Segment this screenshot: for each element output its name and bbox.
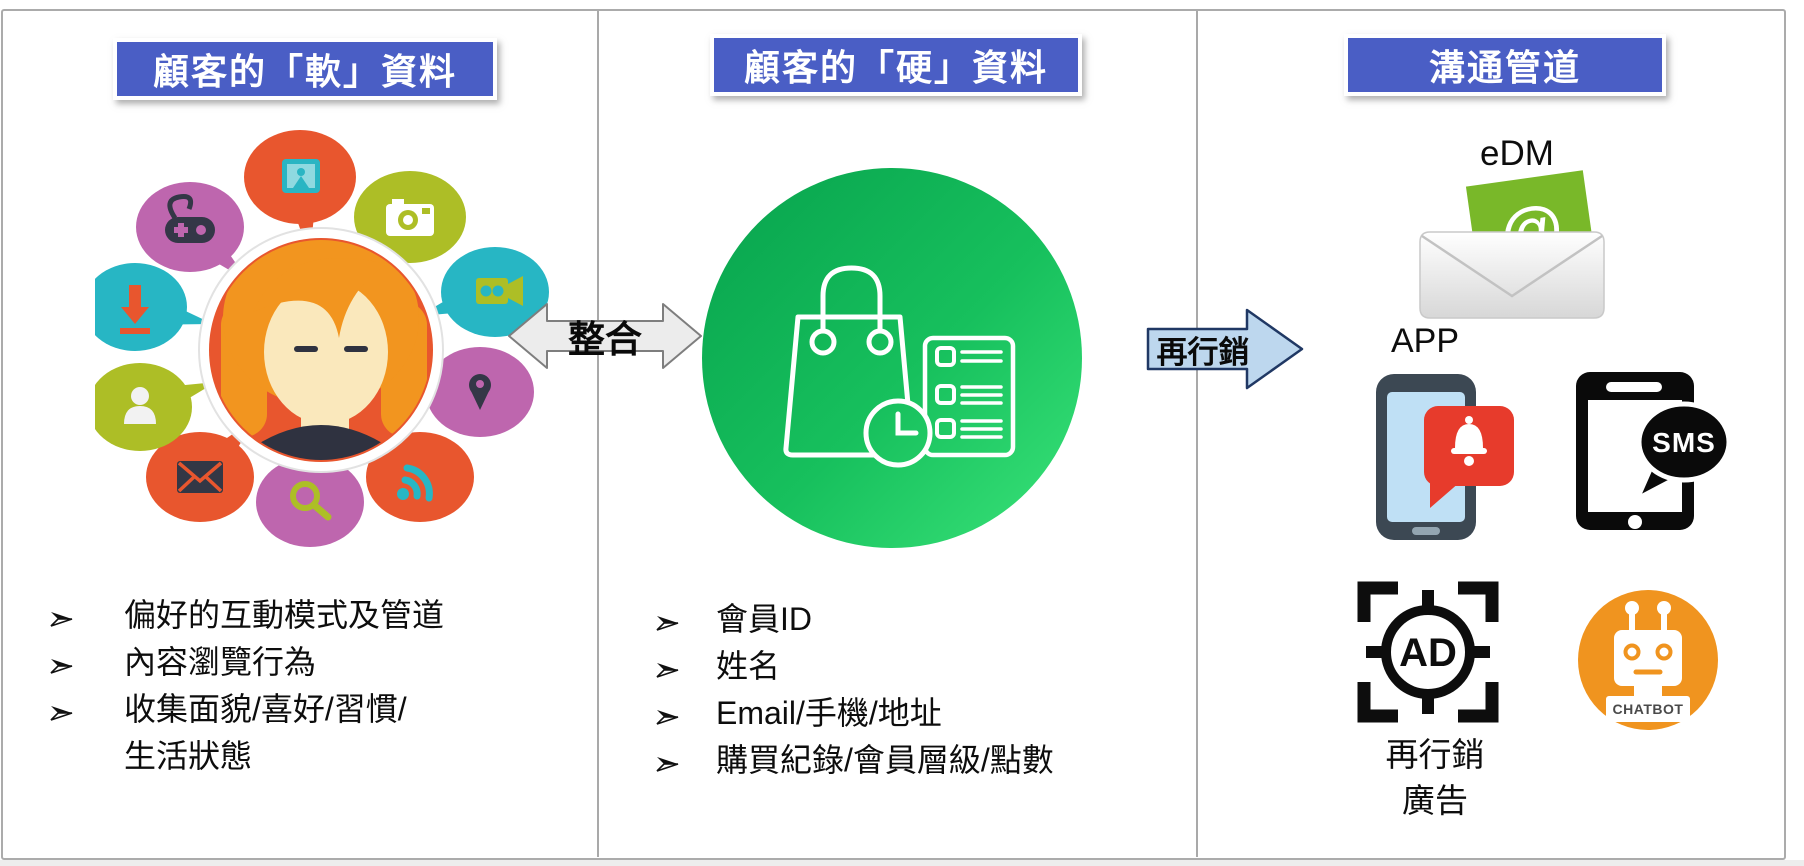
ad-caption-line2: 廣告 bbox=[1402, 782, 1468, 819]
purchase-data-icon bbox=[702, 168, 1082, 548]
sms-bubble-icon: SMS bbox=[1633, 401, 1732, 503]
header-soft-data: 顧客的「軟」資料 bbox=[113, 38, 497, 100]
game-bubble-icon bbox=[136, 182, 244, 272]
list-item: 購買紀錄/會員層級/點數 bbox=[640, 735, 1200, 782]
header-channels: 溝通管道 bbox=[1344, 34, 1666, 96]
ad-target-icon: AD bbox=[1357, 581, 1499, 723]
ad-caption: 再行銷 廣告 bbox=[1340, 732, 1530, 824]
header-hard-data: 顧客的「硬」資料 bbox=[710, 34, 1082, 96]
bullet-text: 收集面貌/喜好/習慣/ bbox=[124, 691, 407, 727]
bullet-text: 偏好的互動模式及管道 bbox=[124, 597, 445, 633]
bullet-arrow-icon bbox=[640, 735, 716, 781]
wifi-bubble-icon bbox=[366, 432, 474, 522]
edm-label: eDM bbox=[1480, 134, 1554, 173]
chatbot-icon: CHATBOT bbox=[1578, 590, 1718, 730]
list-item: 會員ID bbox=[640, 594, 1200, 641]
header-hard-data-label: 顧客的「硬」資料 bbox=[743, 47, 1048, 88]
location-bubble-icon bbox=[426, 347, 534, 437]
list-item-continuation: 生活狀態 bbox=[42, 731, 592, 778]
app-phone-notification-icon bbox=[1376, 374, 1514, 540]
notification-bubble-icon bbox=[1424, 406, 1514, 508]
list-item: 收集面貌/喜好/習慣/ bbox=[42, 684, 592, 731]
bullet-arrow-icon bbox=[640, 688, 716, 734]
mail-bubble-icon bbox=[146, 432, 254, 522]
sms-bubble-text: SMS bbox=[1652, 427, 1716, 458]
bullet-arrow-icon bbox=[640, 641, 716, 687]
search-bubble-icon bbox=[256, 457, 364, 547]
checklist-icon bbox=[922, 335, 1016, 458]
remarketing-arrow: 再行銷 bbox=[1140, 302, 1308, 396]
remarketing-arrow-label: 再行銷 bbox=[1156, 334, 1250, 370]
bullet-text: 會員ID bbox=[716, 601, 813, 637]
video-bubble-icon bbox=[441, 247, 549, 337]
integration-arrow-label: 整合 bbox=[568, 319, 642, 360]
bullet-text: 生活狀態 bbox=[124, 738, 253, 774]
sms-phone-icon: SMS bbox=[1576, 372, 1732, 530]
app-label: APP bbox=[1390, 322, 1460, 360]
slide-border-frame bbox=[1, 9, 1786, 860]
header-channels-label: 溝通管道 bbox=[1428, 47, 1581, 88]
customer-soft-data-illustration bbox=[95, 130, 549, 547]
customer-avatar bbox=[198, 227, 444, 473]
list-item: Email/手機/地址 bbox=[640, 688, 1200, 735]
list-item: 偏好的互動模式及管道 bbox=[42, 590, 592, 637]
camera-bubble-icon bbox=[354, 171, 466, 263]
edm-envelope-icon: @ bbox=[1419, 170, 1605, 319]
bullet-arrow-icon bbox=[640, 594, 716, 640]
bullet-text: 姓名 bbox=[716, 648, 781, 684]
bullet-text: 內容瀏覽行為 bbox=[124, 644, 317, 680]
list-item: 內容瀏覽行為 bbox=[42, 637, 592, 684]
bullet-arrow-icon bbox=[42, 590, 124, 636]
list-item: 姓名 bbox=[640, 641, 1200, 688]
column-divider-2 bbox=[1196, 11, 1198, 857]
integration-arrow: 整合 bbox=[505, 290, 705, 382]
user-bubble-icon bbox=[95, 363, 192, 451]
green-circle bbox=[702, 168, 1082, 548]
download-bubble-icon bbox=[95, 263, 187, 351]
ad-caption-line1: 再行銷 bbox=[1385, 736, 1485, 773]
bullet-arrow-icon bbox=[42, 637, 124, 683]
photo-bubble-icon bbox=[244, 130, 356, 224]
column-divider-1 bbox=[597, 11, 599, 857]
bottom-margin-strip bbox=[0, 860, 1804, 866]
hard-data-bullet-list: 會員ID 姓名 Email/手機/地址 購買紀錄/會員層級/點數 bbox=[640, 594, 1200, 782]
header-soft-data-label: 顧客的「軟」資料 bbox=[152, 51, 457, 92]
bullet-text: Email/手機/地址 bbox=[716, 695, 942, 731]
bullet-text: 購買紀錄/會員層級/點數 bbox=[716, 742, 1054, 778]
chatbot-label: CHATBOT bbox=[1613, 701, 1684, 717]
clock-icon bbox=[863, 398, 933, 468]
ad-badge-text: AD bbox=[1399, 631, 1457, 675]
right-arrow-icon bbox=[1146, 308, 1304, 390]
double-arrow-icon bbox=[508, 303, 702, 369]
soft-data-bullet-list: 偏好的互動模式及管道 內容瀏覽行為 收集面貌/喜好/習慣/ 生活狀態 bbox=[42, 590, 592, 778]
bullet-arrow-icon bbox=[42, 684, 124, 730]
robot-face: CHATBOT bbox=[1606, 601, 1690, 722]
